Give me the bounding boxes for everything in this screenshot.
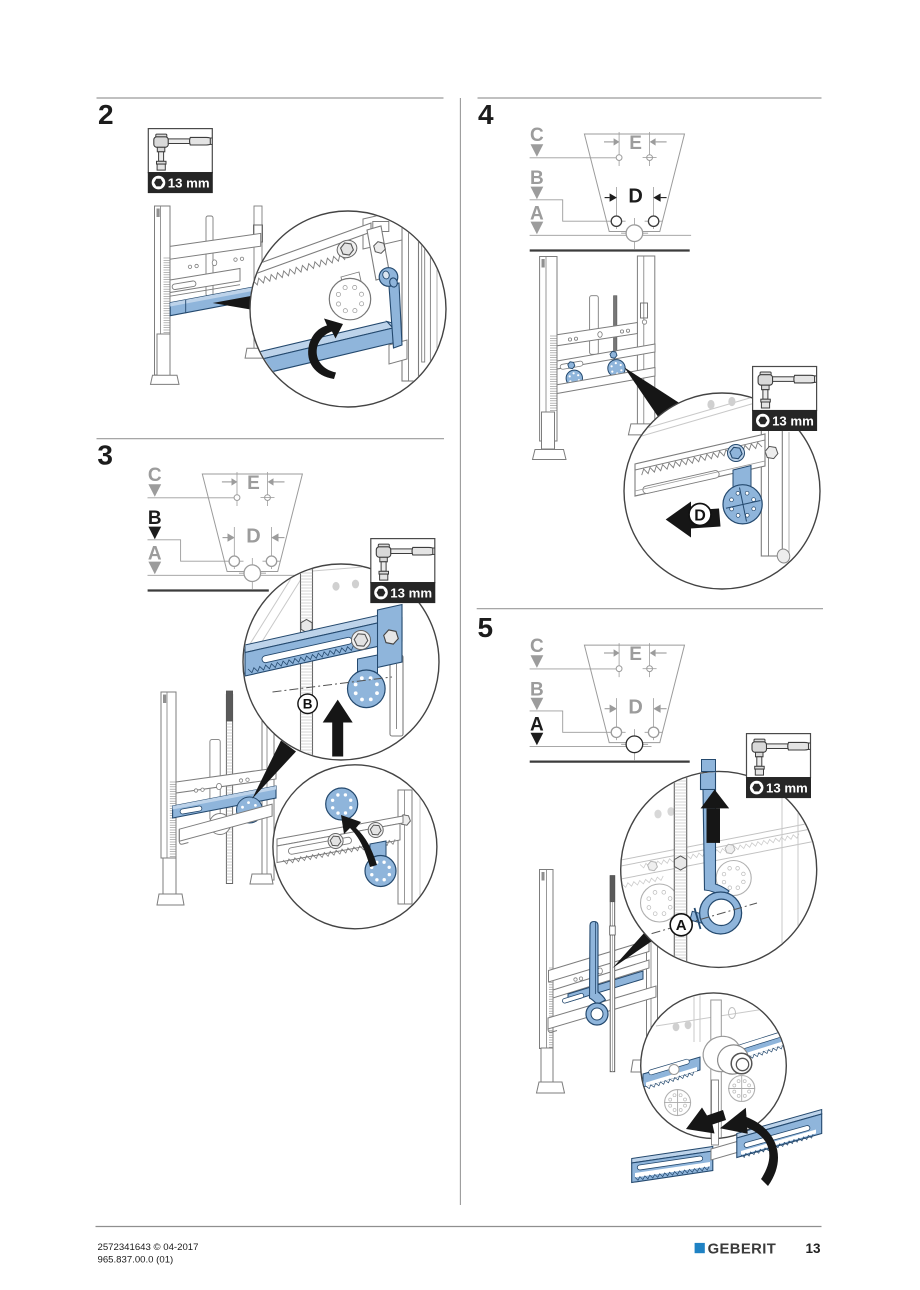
svg-text:E: E: [629, 644, 642, 665]
svg-text:B: B: [530, 679, 544, 700]
svg-text:D: D: [628, 185, 642, 207]
svg-text:B: B: [148, 508, 162, 529]
svg-text:B: B: [530, 168, 544, 189]
svg-text:D: D: [628, 696, 642, 718]
svg-text:A: A: [530, 715, 544, 736]
svg-text:13 mm: 13 mm: [772, 413, 814, 428]
svg-text:2: 2: [98, 99, 114, 130]
svg-text:B: B: [303, 697, 313, 712]
svg-text:C: C: [530, 636, 544, 657]
svg-text:E: E: [247, 473, 260, 494]
svg-text:C: C: [530, 125, 544, 146]
svg-text:13 mm: 13 mm: [390, 585, 432, 600]
svg-text:13 mm: 13 mm: [168, 175, 210, 190]
svg-text:5: 5: [478, 612, 494, 643]
svg-text:3: 3: [97, 440, 113, 471]
svg-text:GEBERIT: GEBERIT: [708, 1241, 777, 1257]
svg-text:D: D: [694, 507, 706, 524]
svg-text:E: E: [629, 133, 642, 154]
svg-text:965.837.00.0 (01): 965.837.00.0 (01): [98, 1254, 174, 1265]
svg-text:A: A: [148, 543, 162, 564]
svg-text:13 mm: 13 mm: [766, 780, 808, 795]
svg-text:4: 4: [478, 99, 494, 130]
svg-text:2572341643 © 04-2017: 2572341643 © 04-2017: [98, 1242, 199, 1253]
svg-text:A: A: [530, 203, 544, 224]
svg-text:13: 13: [805, 1241, 821, 1256]
svg-text:A: A: [676, 917, 687, 934]
svg-text:C: C: [148, 465, 162, 486]
svg-text:D: D: [246, 525, 260, 547]
